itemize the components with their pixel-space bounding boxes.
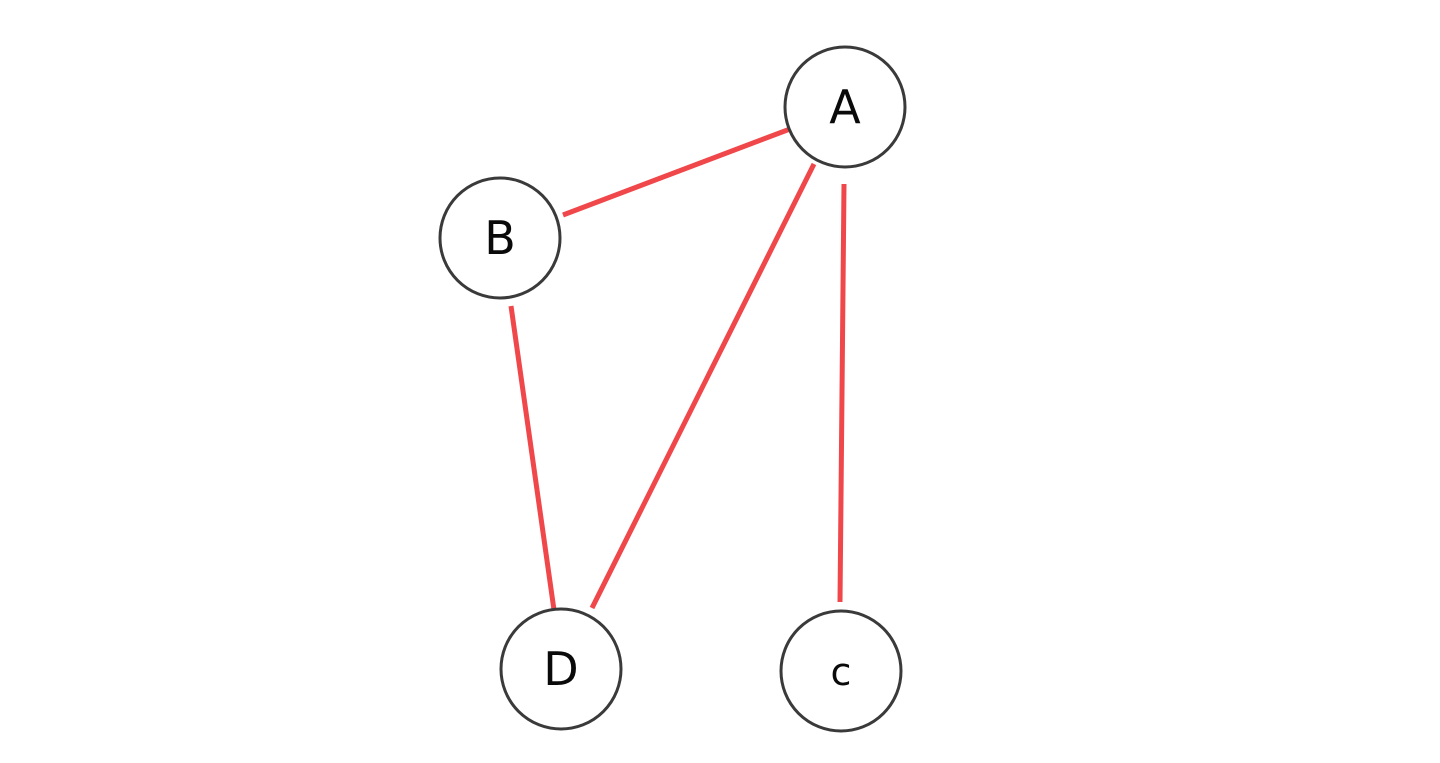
node-circle-a[interactable] xyxy=(783,45,907,169)
node-circle-c[interactable] xyxy=(779,609,903,733)
graph-node-c[interactable]: c xyxy=(779,609,903,733)
graph-node-a[interactable]: A xyxy=(783,45,907,169)
edge-layer xyxy=(508,126,847,611)
graph-edge-b-d[interactable] xyxy=(508,305,557,611)
graph-node-b[interactable]: B xyxy=(438,176,562,300)
node-label-b: B xyxy=(484,211,516,265)
node-label-a: A xyxy=(829,80,861,134)
node-label-c: c xyxy=(831,650,852,694)
graph-edge-a-c[interactable] xyxy=(837,183,847,603)
node-label-d: D xyxy=(543,642,578,696)
graph-edge-a-d[interactable] xyxy=(589,162,817,610)
graph-node-d[interactable]: D xyxy=(499,607,623,731)
node-circle-b[interactable] xyxy=(438,176,562,300)
node-circle-d[interactable] xyxy=(499,607,623,731)
graph-edge-b-a[interactable] xyxy=(562,126,791,218)
